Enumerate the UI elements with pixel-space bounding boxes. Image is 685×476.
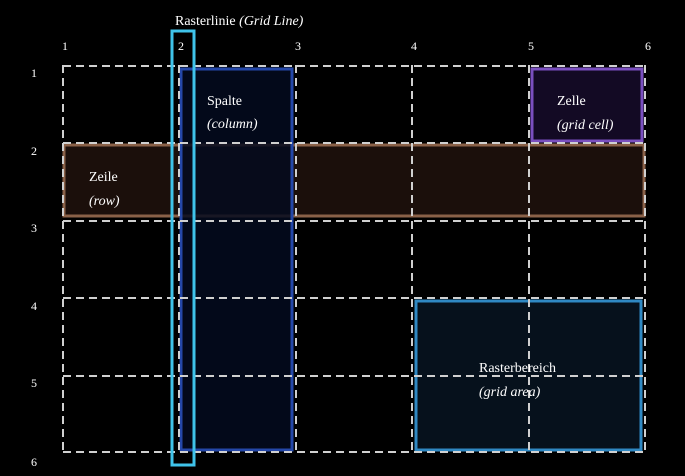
row-label: Zeile: [89, 170, 118, 185]
grid-lines: [62, 65, 646, 453]
column-number-2: 2: [178, 39, 184, 53]
row-number-1: 1: [31, 66, 37, 80]
area-label: Rasterbereich: [479, 361, 556, 376]
column-number-3: 3: [295, 39, 301, 53]
column-number-4: 4: [411, 39, 417, 53]
column-label: Spalte: [207, 94, 242, 109]
cell-label: Zelle: [557, 94, 586, 109]
grid-line-title: Rasterlinie (Grid Line): [175, 14, 304, 29]
row-label-translation: (row): [89, 194, 120, 209]
grid-line-title-translation: (Grid Line): [239, 14, 304, 29]
grid-line-title-main: Rasterlinie: [175, 14, 236, 29]
column-number-6: 6: [645, 39, 651, 53]
row-highlight: [62, 143, 646, 218]
row-number-6: 6: [31, 455, 37, 469]
row-numbers: 1 2 3 4 5 6: [31, 66, 37, 469]
cell-label-translation: (grid cell): [557, 118, 614, 133]
row-number-3: 3: [31, 221, 37, 235]
column-number-1: 1: [62, 39, 68, 53]
column-number-5: 5: [528, 39, 534, 53]
grid-cell-highlight: [530, 67, 644, 143]
grid-line-highlight: [170, 29, 196, 467]
row-number-4: 4: [31, 299, 37, 313]
column-highlight: [179, 67, 294, 452]
row-number-5: 5: [31, 376, 37, 390]
row-number-2: 2: [31, 144, 37, 158]
column-label-translation: (column): [207, 117, 258, 132]
area-label-translation: (grid area): [479, 385, 541, 400]
column-numbers: 1 2 3 4 5 6: [62, 39, 651, 53]
